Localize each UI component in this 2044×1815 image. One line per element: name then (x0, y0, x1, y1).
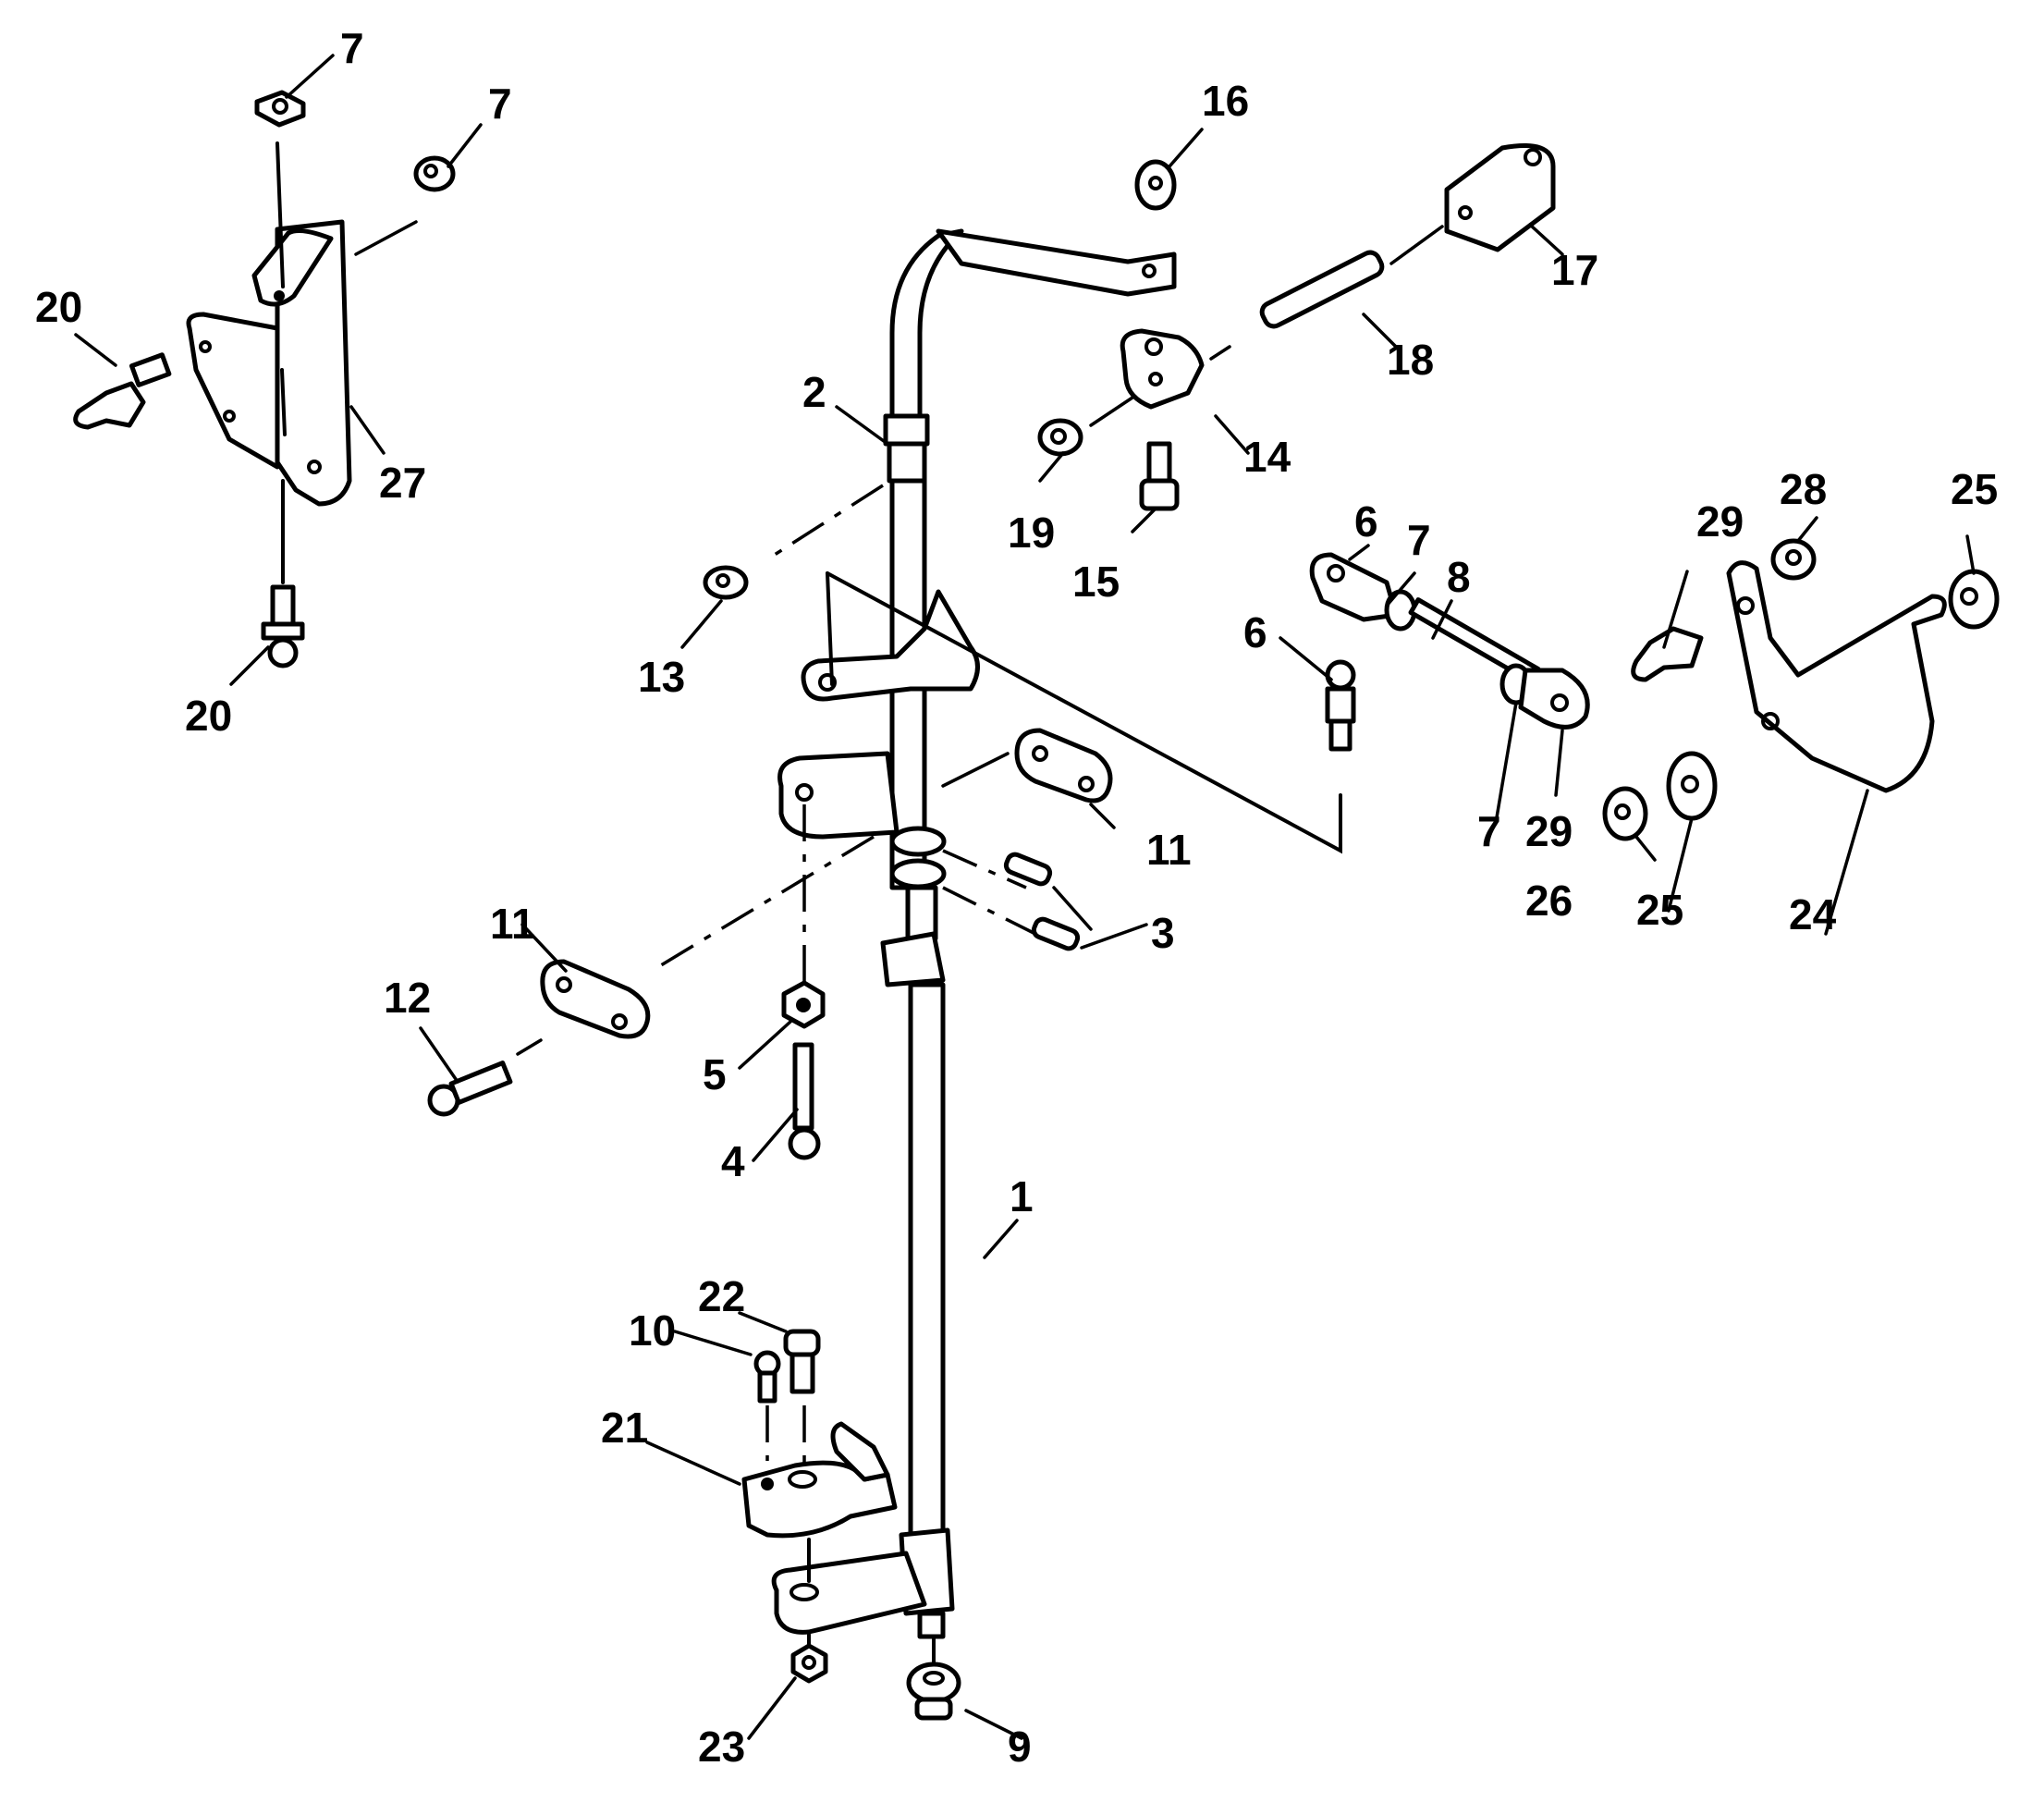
screw-4 (788, 1042, 821, 1160)
assembly-line (942, 886, 1036, 936)
axis-line (1389, 225, 1444, 265)
callout-7: 7 (1477, 807, 1501, 855)
bracket-27 (186, 219, 352, 507)
callout-14: 14 (1243, 433, 1291, 481)
nut-13 (703, 565, 749, 600)
barrel-17 (1444, 143, 1556, 252)
screw-12 (427, 1061, 513, 1117)
callout-24: 24 (1789, 890, 1837, 938)
callout-11: 11 (490, 900, 535, 948)
callout-20: 20 (35, 283, 82, 331)
ball-stud-29 (1631, 626, 1704, 682)
callout-27: 27 (379, 459, 426, 507)
callout-6: 6 (1243, 608, 1267, 656)
clamp-11-right (1014, 728, 1113, 803)
leader-1 (983, 1219, 1019, 1259)
callout-15: 15 (1072, 558, 1120, 606)
callout-4: 4 (721, 1137, 745, 1185)
axis-line (941, 752, 1010, 788)
callout-3: 3 (1151, 909, 1175, 957)
callout-6: 6 (1354, 497, 1378, 546)
callout-25: 25 (1636, 886, 1683, 934)
threaded-rod-18 (1259, 250, 1385, 329)
nut-7-right (413, 155, 456, 192)
axis-line (516, 1038, 543, 1056)
axis-line (354, 220, 418, 256)
clamp-11-left (540, 959, 651, 1039)
callout-21: 21 (601, 1404, 648, 1452)
callout-2: 2 (802, 368, 826, 416)
shoulder-screw-15 (1139, 441, 1180, 511)
callout-1: 1 (1010, 1172, 1034, 1220)
callout-20: 20 (185, 692, 232, 740)
callout-8: 8 (1447, 553, 1471, 601)
callout-22: 22 (698, 1272, 745, 1320)
callout-26: 26 (1525, 877, 1573, 925)
nut-26 (1602, 786, 1648, 841)
axis-line (1209, 345, 1231, 361)
callout-labels: 7 7 20 27 20 2 13 16 17 18 14 19 15 6 7 … (35, 24, 1998, 1771)
ball-stud-20-left (73, 352, 172, 430)
bracket-24 (1726, 560, 1947, 793)
ball-stud-6 (1325, 659, 1356, 752)
shaft-1 (771, 478, 980, 1639)
assembly-line (826, 571, 1342, 854)
callout-7: 7 (1407, 516, 1431, 564)
nut-16 (1134, 159, 1177, 211)
axis-line (275, 141, 285, 288)
callout-10: 10 (629, 1306, 676, 1355)
washer-25-top (1948, 569, 2000, 630)
assembly-line (651, 835, 875, 973)
nut-28 (1770, 538, 1817, 581)
assembly-line (826, 571, 834, 686)
callout-28: 28 (1780, 465, 1827, 513)
upper-shaft-2 (883, 228, 1177, 484)
screw-22 (783, 1329, 821, 1394)
cam-follower-21 (741, 1421, 898, 1539)
callout-7: 7 (488, 80, 512, 128)
assembly-line (766, 484, 884, 561)
callout-25: 25 (1951, 465, 1998, 513)
washer-25-bottom (1666, 751, 1718, 821)
pins-3 (1003, 852, 1081, 951)
callout-12: 12 (384, 974, 431, 1022)
callout-19: 19 (1008, 509, 1055, 557)
callout-18: 18 (1387, 336, 1434, 384)
ball-stud-20-bottom (261, 584, 305, 668)
callout-16: 16 (1202, 77, 1249, 125)
callout-9: 9 (1008, 1723, 1032, 1771)
bushing-9 (906, 1662, 961, 1721)
callout-23: 23 (698, 1723, 745, 1771)
callout-13: 13 (638, 653, 685, 701)
nut-23 (790, 1643, 828, 1684)
callout-17: 17 (1551, 246, 1598, 294)
callout-7: 7 (340, 24, 364, 72)
axis-line (1089, 396, 1134, 427)
swivel-14 (1120, 328, 1205, 410)
assembly-line (942, 849, 1027, 889)
nut-5 (781, 980, 826, 1029)
callout-29: 29 (1696, 497, 1744, 546)
callout-5: 5 (703, 1050, 727, 1098)
nut-7-top (254, 90, 306, 128)
leader-lines (74, 54, 1976, 1740)
callout-11: 11 (1146, 826, 1192, 874)
screw-10 (753, 1350, 781, 1404)
callout-29: 29 (1525, 807, 1573, 855)
nut-19 (1037, 418, 1083, 457)
